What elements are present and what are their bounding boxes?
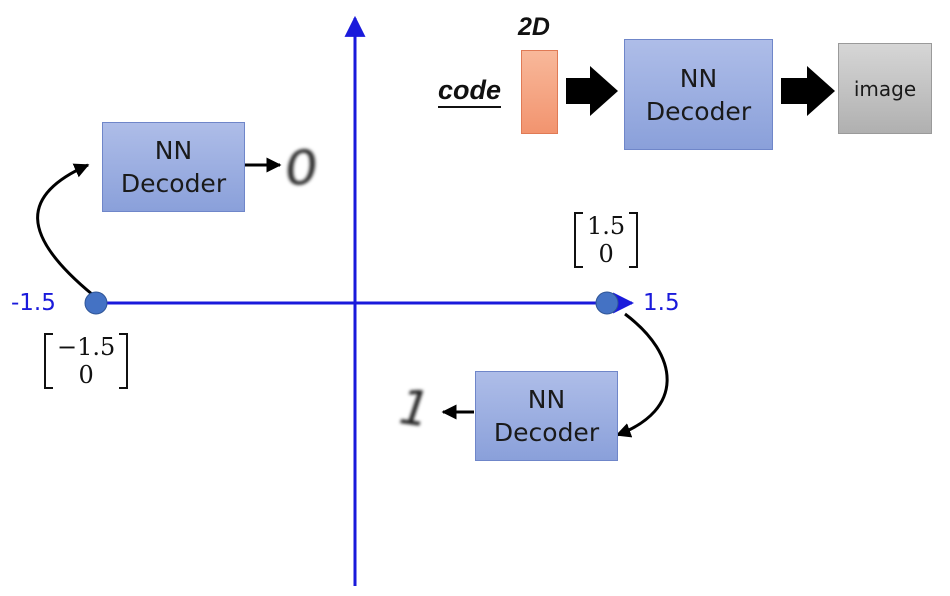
image-output-box: image [838, 43, 932, 134]
block-arrow-code-to-decoder [566, 66, 618, 116]
x-max-label: 1.5 [643, 290, 680, 316]
vector-bottom-value: 0 [598, 240, 614, 268]
nn-decoder-right: NN Decoder [475, 371, 618, 461]
generated-digit-zero: 0 [281, 138, 323, 198]
code-label: code [438, 75, 502, 108]
curve-arrow-right [615, 312, 669, 438]
x-min-label: -1.5 [11, 290, 56, 316]
code-vector-bar [521, 50, 558, 134]
dimension-label: 2D [518, 13, 550, 41]
vector-top-value: 1.5 [587, 212, 626, 240]
decoder-text-line1: NN [527, 385, 566, 414]
point-left [84, 291, 108, 315]
point-right [595, 291, 619, 315]
nn-decoder-left: NN Decoder [102, 122, 245, 212]
vector-bottom-value: 0 [78, 361, 94, 389]
decoder-text-line2: Decoder [493, 418, 600, 447]
vector-top-value: −1.5 [57, 333, 116, 361]
vector-left-point: −1.5 0 [44, 333, 129, 389]
decoder-text-line1: NN [154, 136, 193, 165]
block-arrow-decoder-to-image [781, 66, 835, 116]
image-label: image [853, 76, 917, 101]
decoder-text-line1: NN [679, 63, 718, 93]
curve-arrow-left [36, 163, 94, 297]
vector-right-point: 1.5 0 [574, 212, 639, 268]
decoder-text-line2: Decoder [645, 96, 752, 126]
decoder-text-line2: Decoder [120, 169, 227, 198]
nn-decoder-legend: NN Decoder [624, 39, 773, 150]
